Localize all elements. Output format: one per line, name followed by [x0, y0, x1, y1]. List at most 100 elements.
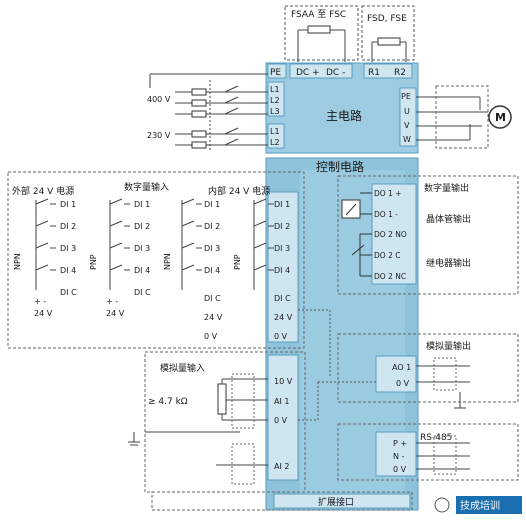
l1b-terminal: L1 — [270, 127, 280, 136]
di-switch-contact — [253, 198, 267, 205]
pe-out-terminal: PE — [401, 92, 411, 101]
npn-label-1: NPN — [13, 253, 22, 270]
motor-icon — [488, 105, 512, 129]
g3-di2: DI 2 — [204, 222, 220, 231]
g2-pm: + - — [106, 297, 118, 306]
g2-di1: DI 1 — [134, 200, 150, 209]
l2-terminal: L2 — [270, 96, 280, 105]
terminal-dic: DI C — [274, 294, 291, 303]
terminal-ao1: AO 1 — [392, 363, 411, 372]
g2-dic: DI C — [134, 288, 151, 297]
g1-di3: DI 3 — [60, 244, 76, 253]
g1-di2: DI 2 — [60, 222, 76, 231]
di-switch-contact — [181, 220, 195, 227]
di-switch-contact — [253, 264, 267, 271]
watermark-text: 技成培训 — [460, 499, 500, 512]
terminal-0v-analog: 0 V — [274, 416, 288, 425]
expansion-box — [151, 491, 413, 511]
di-switch-contact — [35, 242, 49, 249]
di-group-pnp-int: PNP — [233, 200, 255, 290]
watermark-icon — [434, 497, 450, 513]
relay-label: 继电器输出 — [426, 257, 471, 269]
potentiometer-icon — [217, 383, 227, 415]
g3-0v: 0 V — [204, 332, 218, 341]
terminal-24v: 24 V — [274, 313, 293, 322]
supply-230v: 230 V — [147, 131, 171, 140]
di-switch-contact — [253, 220, 267, 227]
terminal-di2: DI 2 — [274, 222, 290, 231]
brake-resistor-a — [307, 25, 331, 34]
dc-minus-terminal: DC - — [326, 68, 345, 78]
terminal-ov-ao: 0 V — [396, 379, 410, 388]
di-switch-contact — [109, 242, 123, 249]
l1-terminal: L1 — [270, 85, 280, 94]
analog-out-title: 模拟量输出 — [426, 340, 471, 352]
fsaa-label: FSAA 至 FSC — [291, 9, 346, 20]
g1-24v: 24 V — [34, 309, 53, 318]
watermark-badge — [456, 496, 522, 514]
brake-resistor-b — [377, 37, 401, 46]
di-section-box — [7, 171, 305, 349]
motor-label: M — [495, 111, 506, 124]
l2b-terminal: L2 — [270, 138, 280, 147]
g2-di4: DI 4 — [134, 266, 150, 275]
pnp-label-2: PNP — [233, 254, 242, 270]
terminal-do1m: DO 1 - — [374, 210, 398, 219]
g1-pm: + - — [34, 297, 46, 306]
g3-24v: 24 V — [204, 313, 223, 322]
g3-di1: DI 1 — [204, 200, 220, 209]
g1-dic: DI C — [60, 288, 77, 297]
terminal-p: P + — [393, 439, 407, 448]
terminal-0v: 0 V — [274, 332, 288, 341]
supply-400v: 400 V — [147, 95, 171, 104]
terminal-di4: DI 4 — [274, 266, 290, 275]
rs485-box — [337, 423, 519, 481]
main-circuit-title: 主电路 — [326, 108, 362, 123]
u-terminal: U — [404, 107, 410, 116]
r2-terminal: R2 — [394, 68, 406, 78]
di-switch-contact — [35, 264, 49, 271]
di-group-npn-int: NPN DI 1 DI 2 DI 3 DI 4 DI C 24 V 0 V — [163, 200, 223, 341]
di-group-npn-ext: NPN DI 1 DI 2 DI 3 DI 4 DI C + - 24 V — [13, 200, 77, 318]
di-switch-contact — [109, 198, 123, 205]
fsd-box — [361, 5, 415, 61]
g3-di4: DI 4 — [204, 266, 220, 275]
di-switch-contact — [35, 220, 49, 227]
digital-input-label: 数字量输入 — [124, 181, 169, 193]
expansion-label: 扩展接口 — [318, 496, 354, 508]
terminal-do2nc: DO 2 NC — [374, 272, 406, 281]
npn-label-2: NPN — [163, 253, 172, 270]
analog-in-title: 模拟量输入 — [160, 362, 205, 374]
di-switch-contact — [109, 264, 123, 271]
w-terminal: W — [403, 135, 411, 144]
pe-terminal: PE — [270, 68, 281, 78]
g1-di1: DI 1 — [60, 200, 76, 209]
terminal-10v: 10 V — [274, 377, 293, 386]
di-switch-contact — [35, 198, 49, 205]
terminal-ai1: AI 1 — [274, 397, 289, 406]
terminal-ai2: AI 2 — [274, 462, 289, 471]
v-terminal: V — [404, 121, 410, 130]
g2-di3: DI 3 — [134, 244, 150, 253]
analog-out-box — [337, 333, 519, 403]
terminal-do2c: DO 2 C — [374, 251, 400, 260]
expansion-port — [273, 493, 411, 509]
terminal-ov-rs: 0 V — [393, 465, 407, 474]
resistance-label: ≥ 4.7 kΩ — [148, 397, 188, 407]
int-24v-label: 内部 24 V 电源 — [208, 185, 270, 197]
ext-24v-label: 外部 24 V 电源 — [12, 185, 74, 197]
g3-di3: DI 3 — [204, 244, 220, 253]
digital-out-box — [337, 175, 519, 295]
l3-terminal: L3 — [270, 107, 280, 116]
g1-di4: DI 4 — [60, 266, 76, 275]
g2-di2: DI 2 — [134, 222, 150, 231]
g2-24v: 24 V — [106, 309, 125, 318]
di-switch-contact — [181, 198, 195, 205]
digital-out-title: 数字量输出 — [424, 182, 469, 194]
g3-dic: DI C — [204, 294, 221, 303]
transistor-label: 晶体管输出 — [426, 213, 471, 225]
di-switch-contact — [181, 264, 195, 271]
dc-plus-terminal: DC + — [296, 68, 320, 78]
rs485-title: RS-485 — [420, 433, 452, 443]
